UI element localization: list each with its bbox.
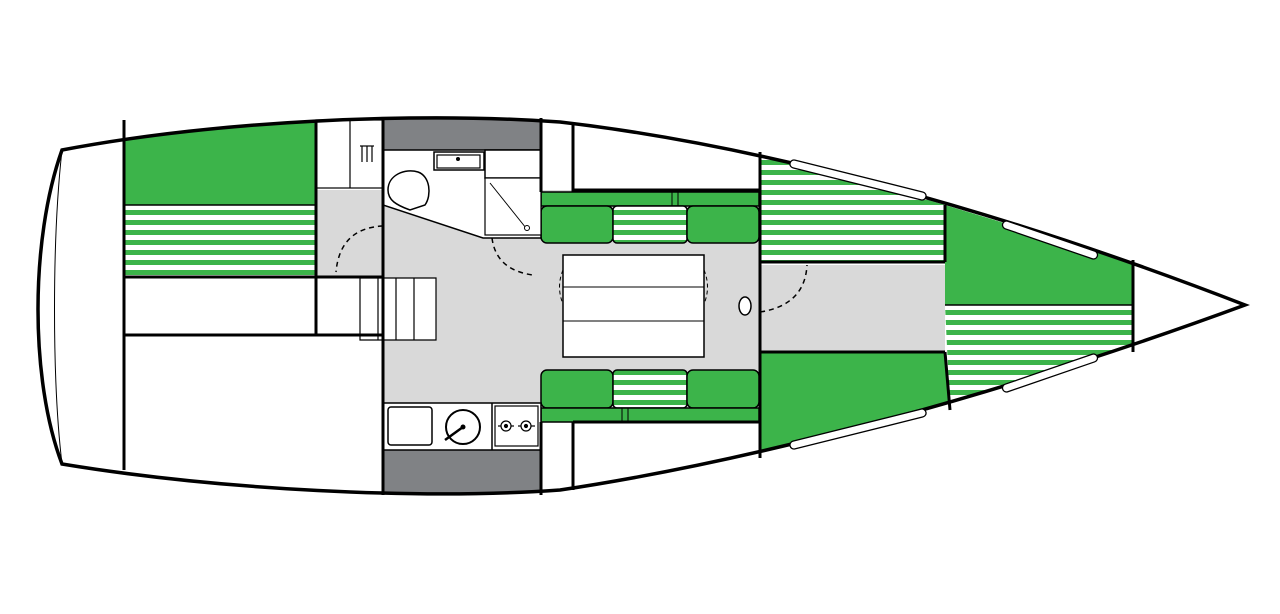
v-berth-cushion — [945, 205, 1133, 305]
two-burner-stove-icon — [494, 405, 539, 447]
aft-cabin-cushion — [124, 120, 316, 205]
saloon-settee-port-seat-2 — [612, 205, 688, 244]
bulkheads — [122, 118, 1135, 495]
galley-bulkhead-bottom — [383, 450, 541, 494]
shower-tray-icon — [484, 177, 542, 236]
saloon-settee-port-seat-1 — [540, 205, 614, 244]
hull-outline — [36, 116, 1250, 496]
head-bulkhead-top — [383, 118, 541, 150]
saloon-settee-port-seat-3 — [686, 205, 760, 244]
saloon-table — [559, 254, 708, 358]
companionway-steps-icon — [359, 277, 437, 341]
v-berth-cushion-striped — [945, 305, 1133, 410]
aft-cabin-locker — [315, 119, 384, 189]
saloon-settee-starboard-seat-3 — [686, 369, 760, 409]
saloon-settee-starboard-seat-1 — [540, 369, 614, 409]
forward-cabin-cushion-top — [760, 150, 945, 262]
aft-cabin-door-swing — [335, 225, 384, 273]
toilet-icon — [387, 170, 430, 211]
aft-passage-floor — [316, 190, 383, 278]
deck-hatches — [789, 159, 1099, 450]
sink-icon — [436, 154, 481, 169]
transom-line — [54, 149, 63, 465]
forward-cabin-door-swing — [759, 264, 808, 313]
head-door-swing — [491, 237, 534, 276]
round-sink-icon — [444, 409, 481, 445]
saloon-settee-starboard-seat-2 — [612, 369, 688, 409]
saloon-settee-port-back — [540, 191, 760, 207]
saloon-settee-starboard-back — [540, 407, 760, 423]
forward-passage-floor — [760, 265, 945, 351]
forward-cabin-cushion-bottom — [760, 352, 950, 455]
aft-cabin-cushion-striped — [124, 205, 316, 277]
mast-icon — [738, 296, 752, 316]
